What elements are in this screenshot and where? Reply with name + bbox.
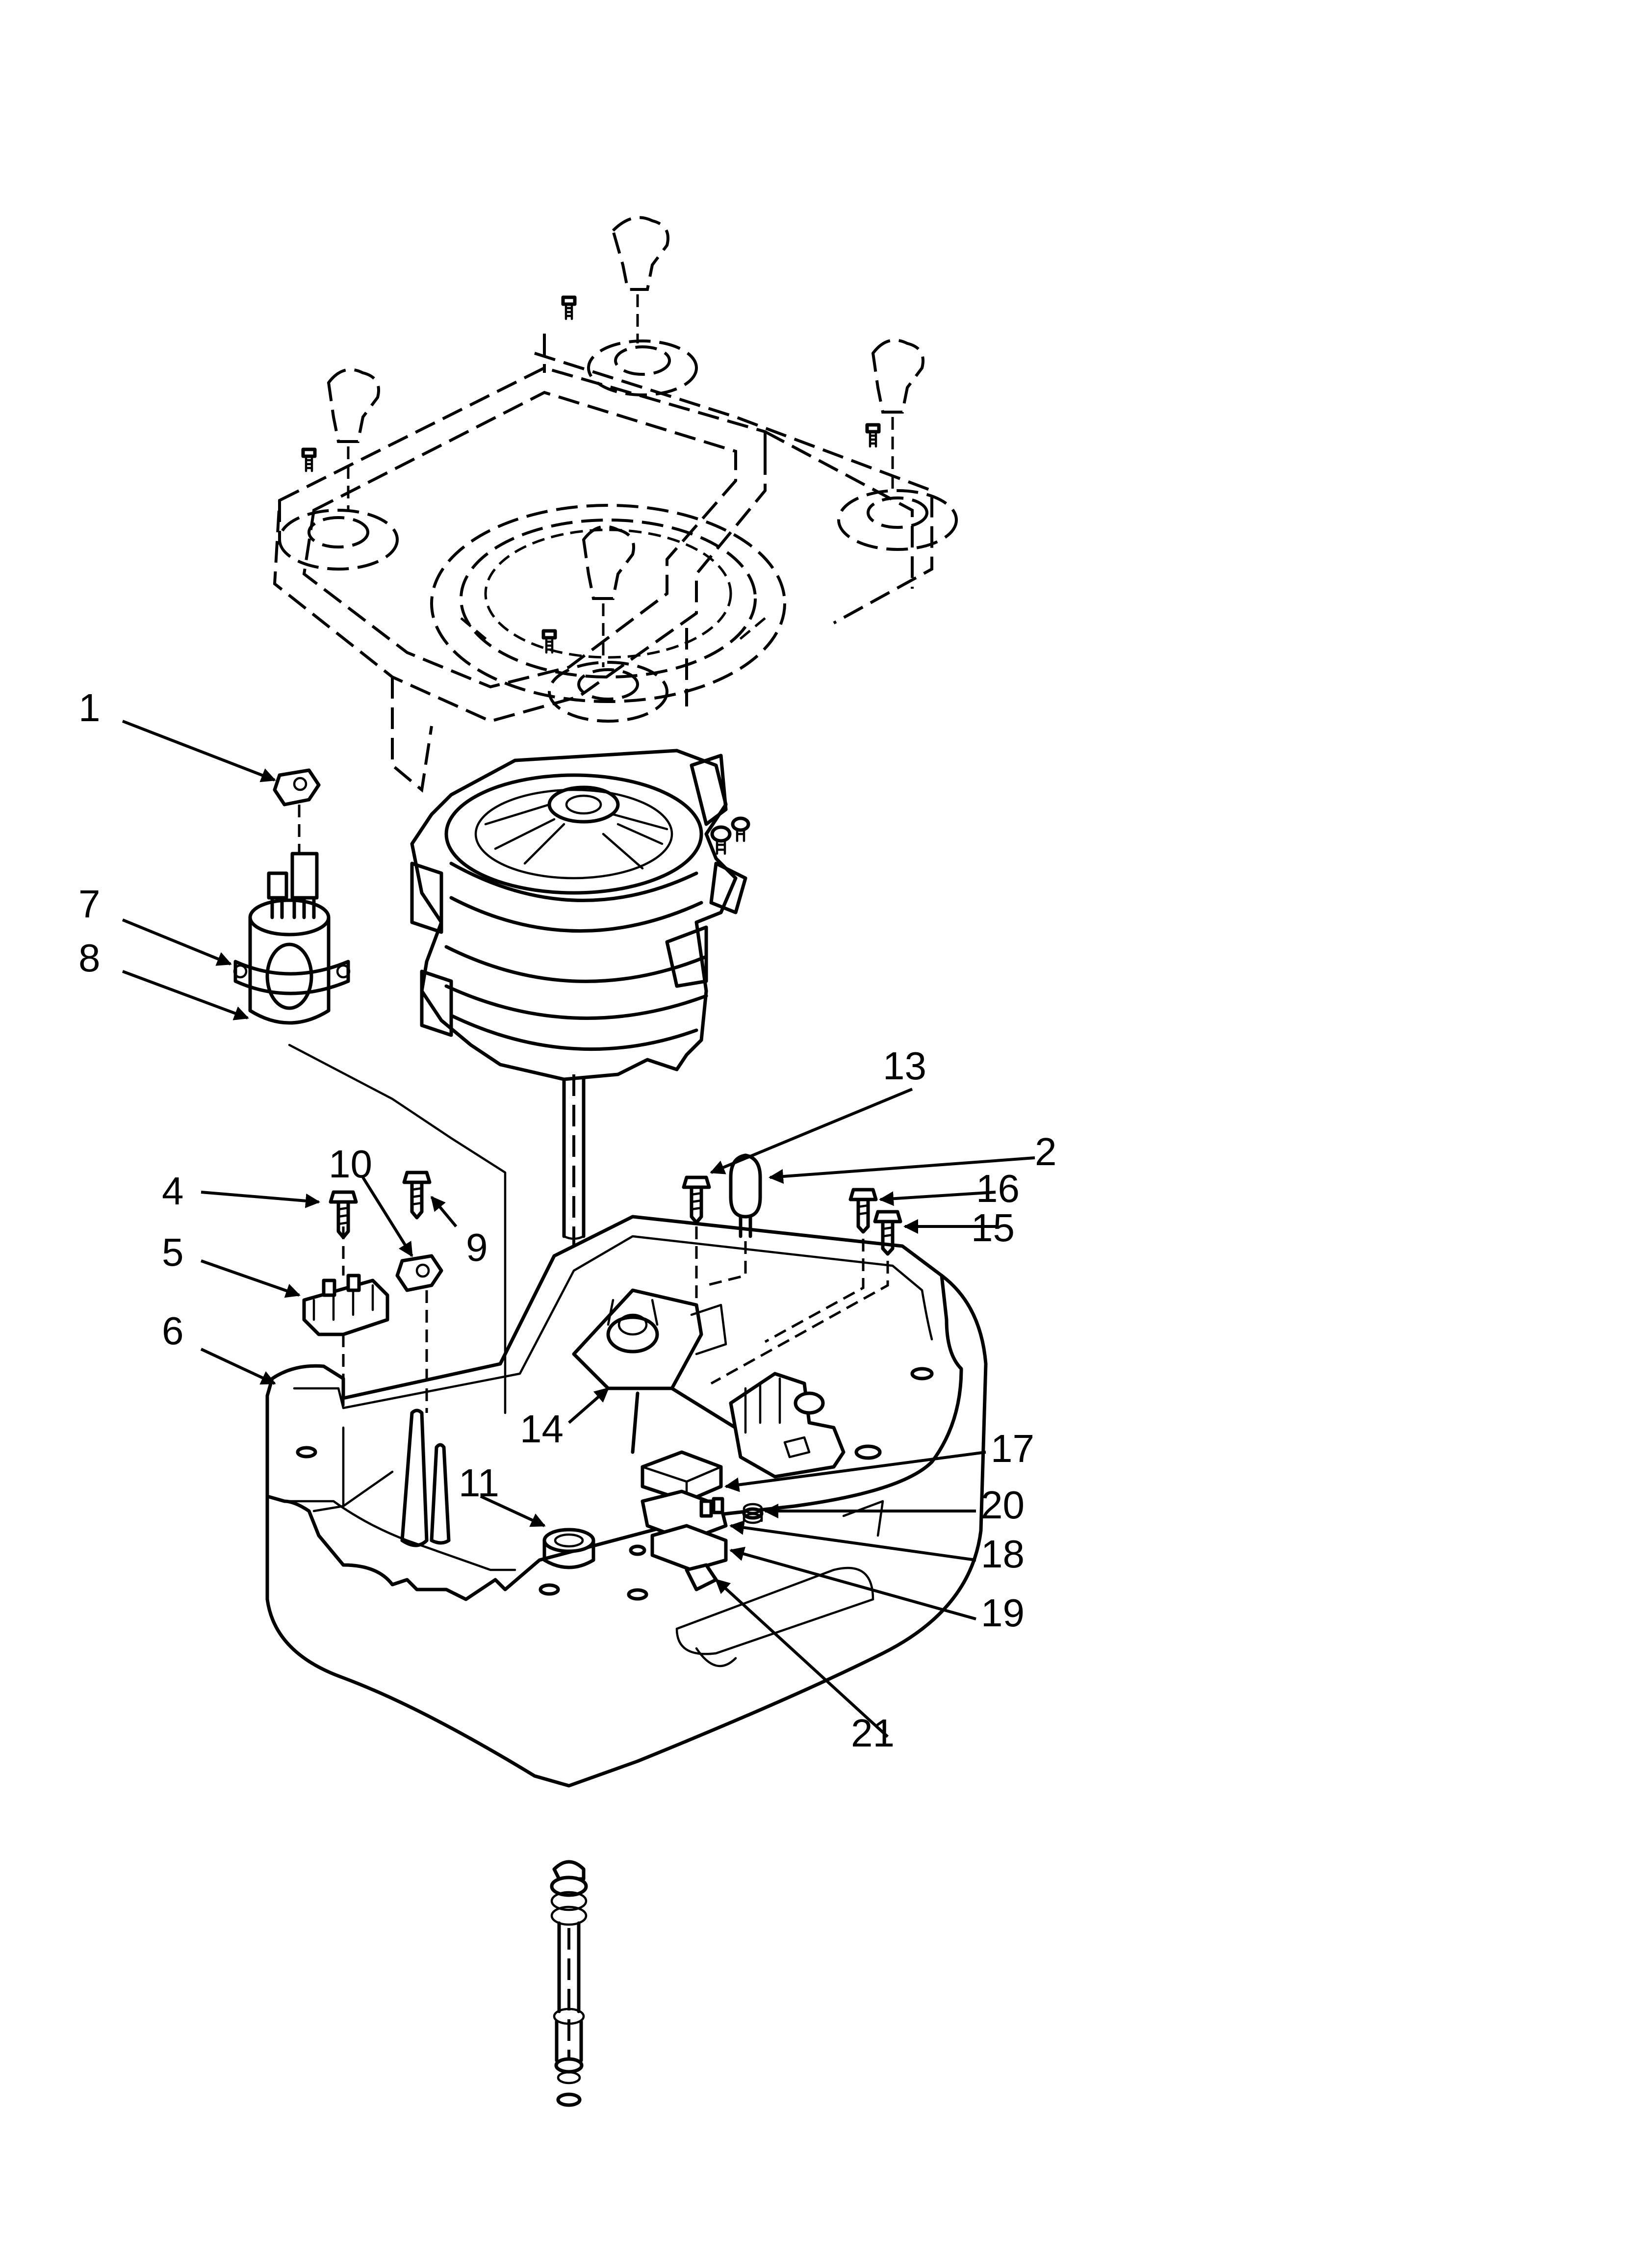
callout-4: 4	[162, 1169, 184, 1213]
callout-6: 6	[162, 1309, 184, 1353]
part-17-relay-cover	[641, 1450, 723, 1503]
capacitor	[233, 805, 507, 1414]
callout-13: 13	[883, 1044, 926, 1088]
part-1-clip	[273, 768, 321, 807]
phantom-top-plate	[273, 216, 958, 793]
callout-18: 18	[981, 1532, 1025, 1576]
part-18-relay	[641, 1489, 728, 1542]
part-14-switch-bracket	[572, 1288, 777, 1454]
callout-9: 9	[466, 1225, 488, 1269]
plate-screws	[301, 295, 881, 654]
callout-8: 8	[78, 936, 101, 980]
callout-leaders	[122, 720, 1035, 1738]
part-16-screw	[764, 1188, 878, 1343]
callout-10: 10	[329, 1142, 372, 1186]
part-13-screw	[682, 1175, 711, 1305]
base-housing	[265, 1215, 988, 1788]
callout-16: 16	[976, 1167, 1020, 1210]
callout-20: 20	[981, 1483, 1025, 1527]
callout-19: 19	[981, 1591, 1025, 1635]
callout-labels: 1 2 4 5 6 7 8 9 10 11 13 14 15 16 17 18 …	[78, 686, 1057, 1755]
part-21-bracket	[685, 1563, 718, 1591]
part-9-screw	[402, 1171, 432, 1220]
drive-shaft	[550, 1860, 588, 2107]
part-4-screw	[329, 1190, 358, 1239]
part-5-terminal-block	[302, 1226, 389, 1413]
right-switch-assembly	[729, 1372, 846, 1479]
callout-17: 17	[991, 1427, 1034, 1470]
part-15-screw	[710, 1210, 902, 1385]
callout-2: 2	[1035, 1130, 1057, 1173]
callout-14: 14	[520, 1407, 564, 1451]
motor-assembly	[410, 749, 750, 1246]
callout-5: 5	[162, 1230, 184, 1274]
callout-21: 21	[851, 1711, 895, 1755]
part-2-plug	[706, 1153, 762, 1287]
callout-7: 7	[78, 882, 101, 926]
part-10-clip	[395, 1254, 443, 1413]
callout-11: 11	[459, 1461, 499, 1505]
part-19-relay-base	[629, 1524, 728, 1572]
part-20-spring	[742, 1503, 764, 1524]
callout-1: 1	[78, 686, 101, 730]
callout-15: 15	[971, 1206, 1015, 1250]
part-11-grommet	[542, 1528, 595, 1569]
